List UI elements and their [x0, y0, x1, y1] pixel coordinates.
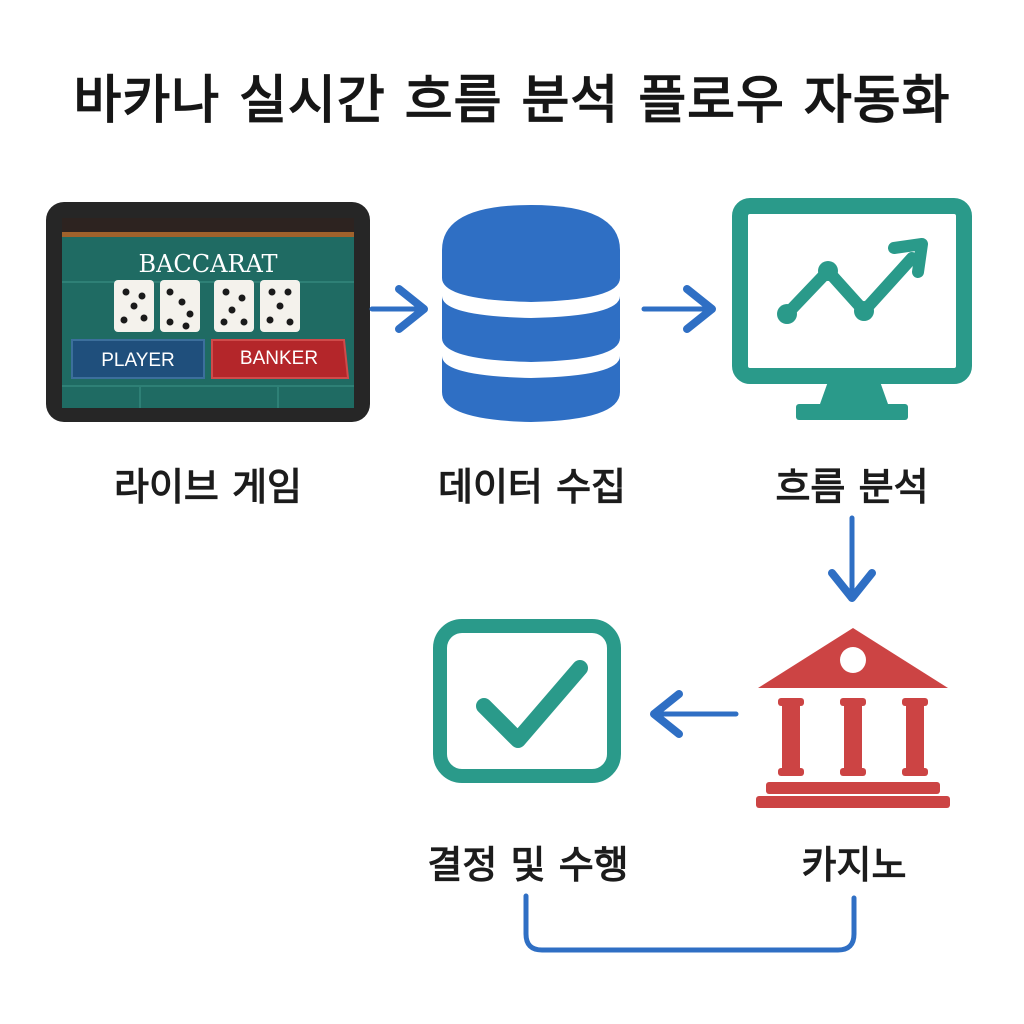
label-casino: 카지노 [801, 843, 907, 887]
baccarat-screen-title: BACCARAT [138, 250, 277, 278]
monitor-chart-icon [732, 198, 972, 420]
checkbox-check-icon [433, 619, 621, 783]
database-icon [442, 205, 620, 422]
label-decision: 결정 및 수행 [427, 843, 629, 887]
playing-cards [114, 280, 300, 332]
banker-bet-area [211, 339, 350, 379]
loop-connector [523, 893, 857, 953]
banker-label: BANKER [240, 348, 318, 369]
label-flow-analysis: 흐름 분석 [775, 465, 929, 509]
label-live-game: 라이브 게임 [113, 465, 303, 509]
label-data-collection: 데이터 수집 [437, 465, 627, 509]
bank-building-icon [756, 628, 950, 808]
player-bet-area [71, 339, 205, 379]
page-title: 바카나 실시간 흐름 분석 플로우 자동화 [73, 71, 951, 131]
baccarat-tablet-icon: BACCARAT PLAYER BANKER [46, 202, 370, 422]
player-label: PLAYER [101, 350, 175, 371]
